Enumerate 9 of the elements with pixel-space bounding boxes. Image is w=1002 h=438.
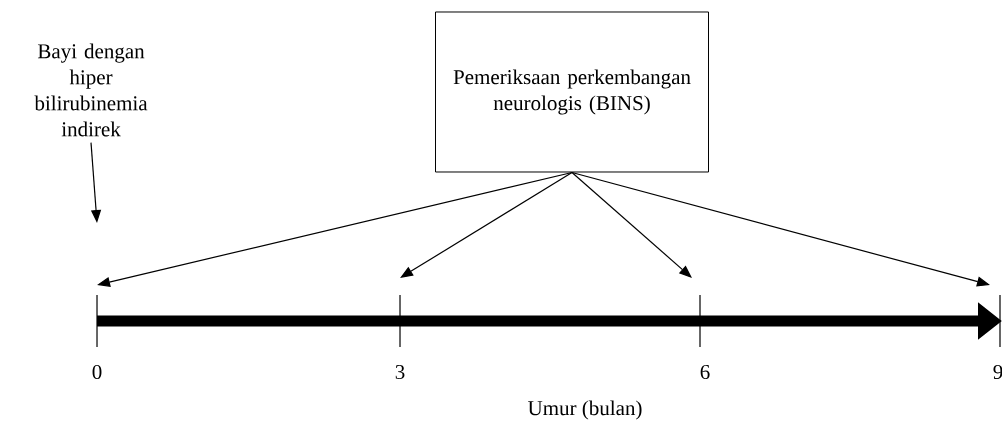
arrow — [400, 171, 573, 278]
tick-label: 9 — [993, 364, 1002, 380]
tick-label: 0 — [92, 364, 102, 380]
axis-title: Umur (bulan) — [528, 400, 642, 420]
process-box: Pemeriksaan perkembangan neurologis (BINS) — [435, 11, 709, 173]
tick-label: 6 — [700, 364, 710, 380]
tick-label: 3 — [395, 364, 405, 380]
arrow — [571, 171, 692, 278]
text-label: Bayi dengan hiper bilirubinemia indirek — [34, 43, 148, 137]
